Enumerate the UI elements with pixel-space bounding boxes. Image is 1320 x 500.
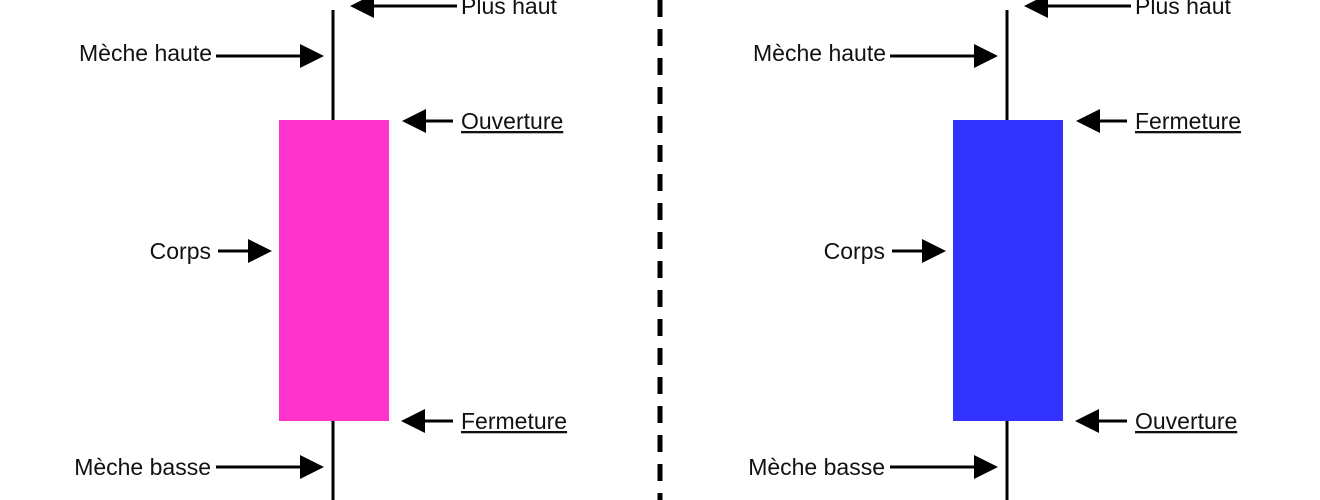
- label-high: Plus haut: [1135, 0, 1232, 19]
- arrow-right-icon: [216, 44, 324, 68]
- label-high: Plus haut: [461, 0, 558, 19]
- label-upper-wick: Mèche haute: [753, 40, 886, 66]
- arrow-left-icon: [350, 0, 457, 18]
- candle-bearish: Plus haut Mèche haute Fermeture Corps Ou…: [748, 0, 1241, 500]
- label-body: Corps: [824, 238, 885, 264]
- arrow-left-icon: [401, 409, 453, 433]
- arrow-left-icon: [1075, 409, 1127, 433]
- label-open: Ouverture: [1135, 408, 1237, 434]
- label-body: Corps: [150, 238, 211, 264]
- label-open: Ouverture: [461, 108, 563, 134]
- candle-bullish: Plus haut Mèche haute Ouverture Corps Fe…: [74, 0, 567, 500]
- arrow-right-icon: [890, 455, 998, 479]
- label-close: Fermeture: [461, 408, 567, 434]
- candle-body: [953, 120, 1063, 421]
- arrow-right-icon: [890, 44, 998, 68]
- label-upper-wick: Mèche haute: [79, 40, 212, 66]
- arrow-right-icon: [216, 455, 324, 479]
- arrow-right-icon: [892, 239, 946, 263]
- arrow-left-icon: [402, 109, 453, 133]
- label-lower-wick: Mèche basse: [74, 454, 211, 480]
- candle-body: [279, 120, 389, 421]
- label-close: Fermeture: [1135, 108, 1241, 134]
- arrow-left-icon: [1024, 0, 1131, 18]
- label-lower-wick: Mèche basse: [748, 454, 885, 480]
- arrow-left-icon: [1076, 109, 1127, 133]
- arrow-right-icon: [218, 239, 272, 263]
